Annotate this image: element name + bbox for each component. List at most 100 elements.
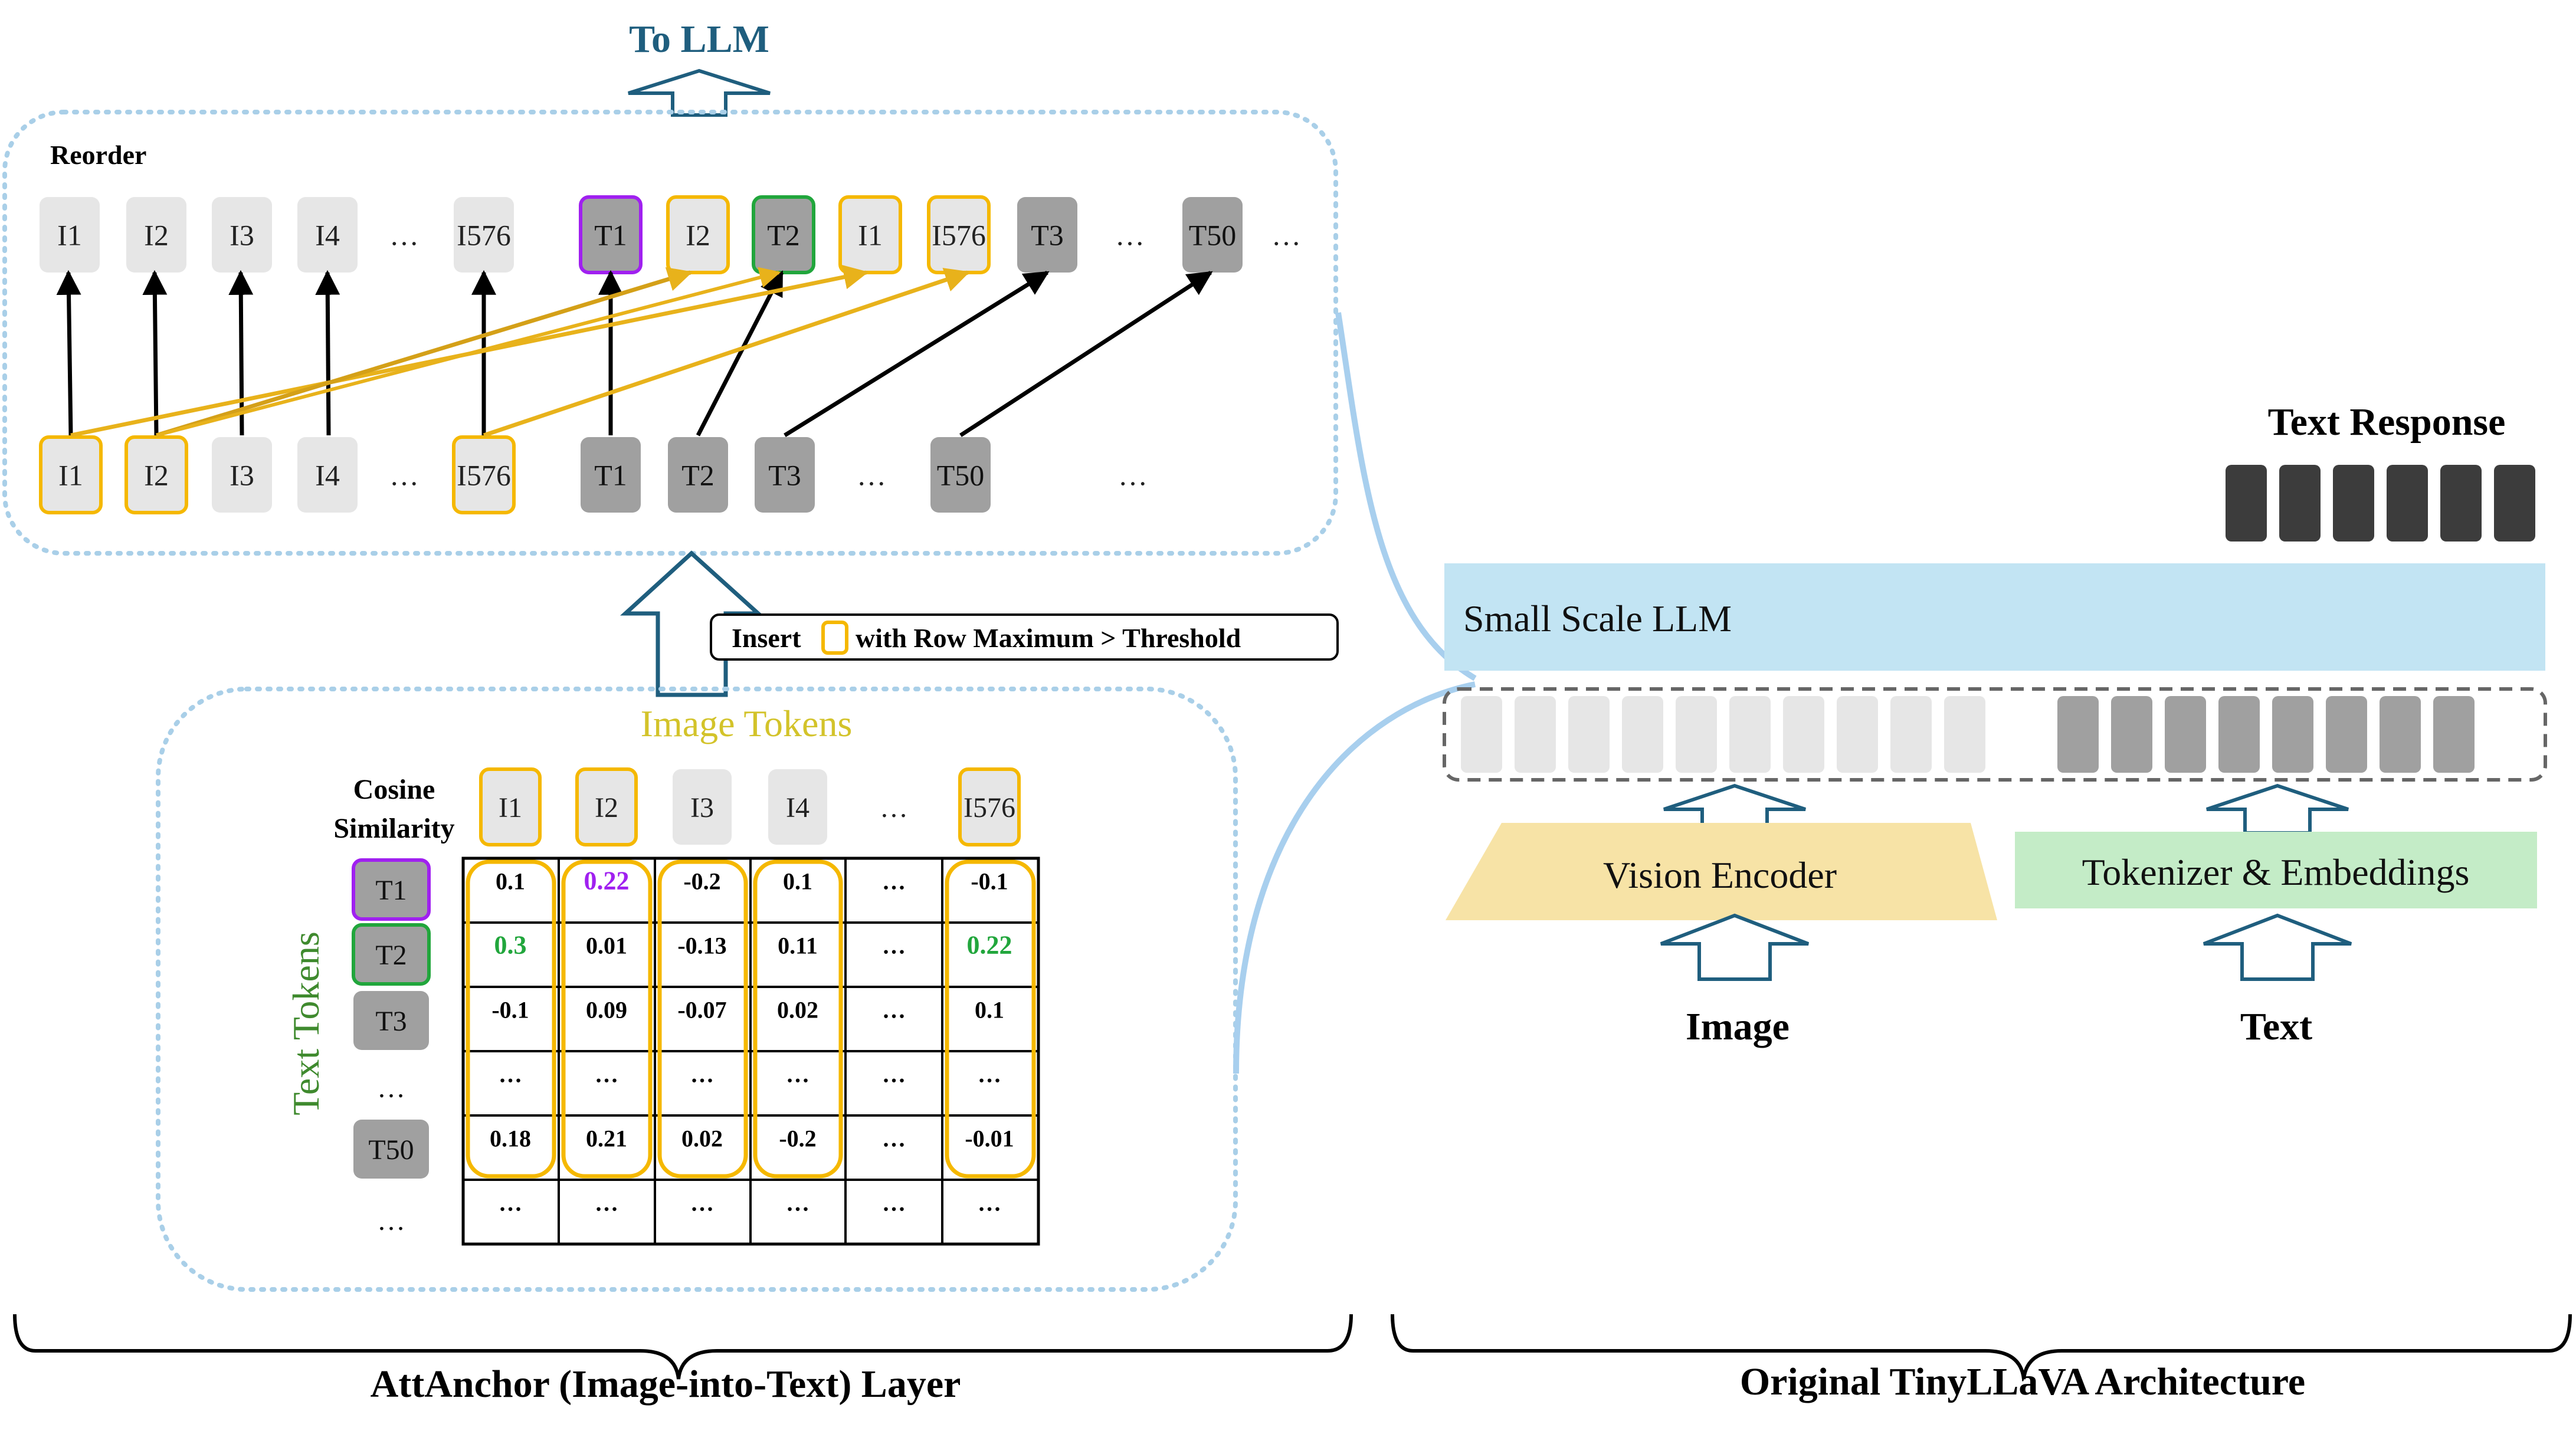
matrix-cell: -0.1	[971, 868, 1008, 895]
matrix-cell: 0.3	[494, 931, 527, 960]
top-token-text: I576	[457, 219, 511, 252]
insert-orange-box-icon	[821, 621, 848, 655]
column-header: I3	[673, 769, 732, 845]
image-embedding-token	[1729, 696, 1771, 773]
bottom-token-text: …	[857, 459, 886, 492]
matrix-cell: -0.2	[683, 868, 720, 895]
top-token: …	[1271, 219, 1301, 252]
matrix-cell: …	[882, 1125, 906, 1152]
top-token-text: I4	[315, 219, 340, 252]
row-header: …	[377, 1205, 405, 1236]
image-embedding-token	[1461, 696, 1502, 773]
matrix-cell: …	[882, 933, 906, 959]
top-token-text: I2	[144, 219, 169, 252]
tokenizer-label: Tokenizer & Embeddings	[2082, 851, 2470, 893]
matrix-cell: …	[978, 1061, 1001, 1088]
matrix-cell: -0.1	[491, 997, 529, 1023]
row-header-text: T2	[375, 940, 407, 971]
top-token-text: …	[1271, 219, 1301, 252]
arrow-insert-i1b	[156, 267, 781, 437]
top-token-text: T50	[1189, 219, 1237, 252]
text-embedding-token	[2433, 696, 2475, 773]
matrix-cell: …	[978, 1190, 1001, 1216]
column-header-box	[958, 767, 1021, 846]
arrow-insert-i2	[155, 267, 693, 438]
connector-curve	[1335, 312, 1477, 681]
top-token: I1	[838, 195, 902, 274]
bottom-token-box	[452, 435, 516, 514]
arrow-t3	[784, 271, 1050, 437]
top-token: I576	[927, 195, 991, 274]
column-header: I576	[958, 767, 1021, 846]
bottom-token-box	[930, 437, 991, 513]
arrow-t2	[696, 270, 784, 437]
matrix-cell: 0.18	[490, 1125, 531, 1152]
matrix-cell: 0.21	[586, 1125, 627, 1152]
bottom-token: …	[857, 459, 886, 492]
matrix-cell: …	[882, 997, 906, 1023]
matrix-row-headers: T1T2T3…T50…	[352, 858, 431, 1236]
text-response-blocks	[2226, 465, 2535, 542]
row-header: …	[377, 1072, 405, 1104]
response-token-block	[2226, 465, 2267, 542]
bottom-token: I576	[452, 435, 516, 514]
reorder-label: Reorder	[50, 140, 146, 170]
matrix-cell: …	[786, 1190, 809, 1216]
bottom-token-text: I2	[144, 459, 169, 492]
top-token-text: T3	[1031, 219, 1064, 252]
row-header-box	[352, 923, 431, 986]
bottom-token: …	[389, 459, 419, 492]
text-tokens-label: Text Tokens	[285, 931, 327, 1115]
insert-label-post: with Row Maximum > Threshold	[856, 623, 1241, 653]
top-token-text: …	[389, 219, 419, 252]
row-header-text: T3	[375, 1006, 407, 1037]
matrix-cell: …	[882, 1190, 906, 1216]
bottom-token: T2	[668, 437, 728, 513]
matrix-cell: -0.2	[779, 1125, 816, 1152]
image-embedding-token	[1890, 696, 1932, 773]
text-up-arrow-icon	[2203, 913, 2352, 981]
arrow-i1	[56, 270, 81, 436]
arrow-i4	[315, 270, 340, 436]
text-embedding-token	[2111, 696, 2152, 773]
vision-encoder-shape	[1446, 823, 1997, 920]
insert-label-pre: Insert	[732, 623, 801, 653]
top-token: I576	[454, 197, 514, 273]
row-header: T3	[353, 991, 429, 1050]
image-tokens-label: Image Tokens	[641, 703, 853, 744]
column-header-text: I576	[963, 792, 1015, 823]
bottom-token: I4	[297, 437, 358, 513]
arrow-i2	[142, 270, 168, 436]
row-header-text: …	[377, 1205, 405, 1236]
row-header: T1	[352, 858, 431, 921]
matrix-cell: 0.02	[681, 1125, 723, 1152]
bottom-token-text: …	[1118, 459, 1148, 492]
matrix-cell: …	[690, 1190, 714, 1216]
matrix-cell: …	[882, 868, 906, 895]
right-caption: Original TinyLLaVA Architecture	[1740, 1360, 2305, 1403]
text-embedding-token	[2326, 696, 2367, 773]
bottom-token-box	[581, 437, 641, 513]
top-token-text: …	[1115, 219, 1145, 252]
text-embedding-token	[2272, 696, 2313, 773]
column-header-text: I4	[786, 792, 809, 823]
column-header-text: …	[880, 792, 908, 823]
left-caption: AttAnchor (Image-into-Text) Layer	[371, 1363, 961, 1406]
cosine-label-1: Cosine	[353, 774, 435, 805]
text-embedding-token	[2380, 696, 2421, 773]
top-token-box	[454, 197, 514, 273]
bottom-token-text: I3	[230, 459, 254, 492]
matrix-cell: …	[595, 1061, 618, 1088]
matrix-cell: …	[499, 1061, 522, 1088]
right-brace	[1391, 1314, 2572, 1380]
vision-encoder-label: Vision Encoder	[1603, 854, 1837, 896]
top-token-text: T2	[767, 219, 800, 252]
matrix-cell: …	[499, 1190, 522, 1216]
bottom-token-box	[668, 437, 728, 513]
embedding-tokens	[1461, 696, 2475, 773]
image-embedding-token	[1622, 696, 1663, 773]
top-token-box	[212, 197, 272, 273]
